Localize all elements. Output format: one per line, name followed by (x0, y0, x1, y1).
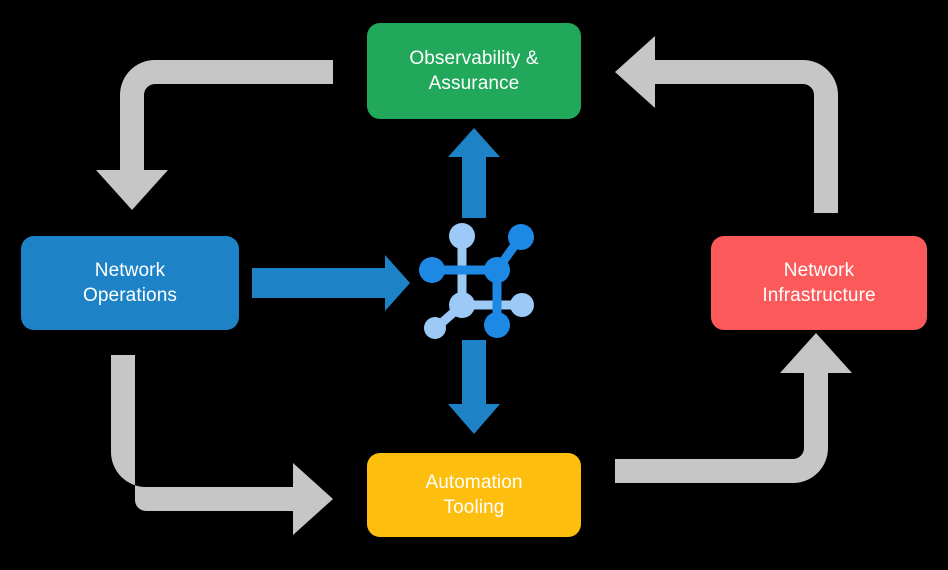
node-box-infrastructure[interactable]: Network Infrastructure (711, 236, 927, 330)
topology-node-left (419, 257, 445, 283)
node-label-infrastructure: Network Infrastructure (762, 259, 876, 306)
node-box-automation[interactable]: Automation Tooling (367, 453, 581, 537)
arrow-operations-to-automation (111, 355, 333, 535)
arrow-center-to-automation (448, 340, 500, 434)
node-label-observability: Observability & Assurance (409, 47, 539, 94)
node-label-operations: Network Operations (83, 259, 177, 306)
topology-node-center-lower (449, 292, 475, 318)
node-label-automation: Automation Tooling (425, 471, 523, 518)
arrow-operations-to-center (252, 255, 410, 311)
topology-node-top-right (508, 224, 534, 250)
node-box-operations[interactable]: Network Operations (21, 236, 239, 330)
topology-node-right (510, 293, 534, 317)
node-box-observability[interactable]: Observability & Assurance (367, 23, 581, 119)
topology-node-bottom (484, 312, 510, 338)
arrow-infrastructure-to-observability (615, 36, 838, 213)
arrow-center-to-observability (448, 128, 500, 218)
arrow-automation-to-infrastructure (615, 333, 852, 483)
network-topology-icon (419, 223, 534, 339)
topology-node-bottom-left (424, 317, 446, 339)
topology-node-top-left (449, 223, 475, 249)
arrow-observability-to-operations (96, 60, 333, 210)
topology-node-center-upper (484, 257, 510, 283)
